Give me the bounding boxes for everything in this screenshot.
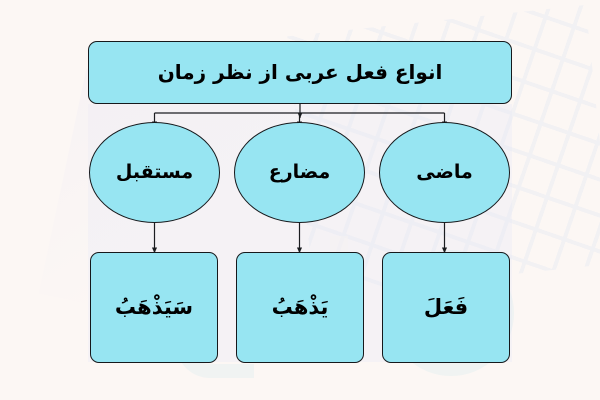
diagram-title-node: انواع فعل عربی از نظر زمان	[88, 41, 512, 104]
example-node-yadhhabu: يَذْهَبُ	[236, 252, 364, 363]
tense-node-mozare: مضارع	[234, 122, 365, 223]
example-node-faala: فَعَلَ	[382, 252, 510, 363]
example-node-sayadhhabu: سَيَذْهَبُ	[90, 252, 218, 363]
tense-node-mostaqbal: مستقبل	[89, 122, 220, 223]
tense-node-mazi: ماضی	[379, 122, 510, 223]
